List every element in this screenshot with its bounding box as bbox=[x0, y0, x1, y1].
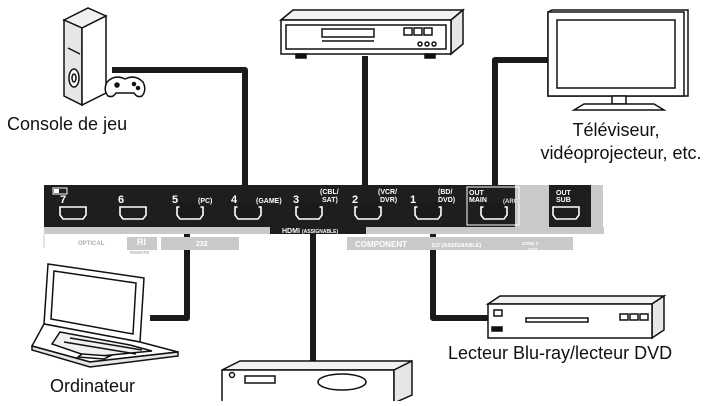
cable-box-icon bbox=[278, 8, 466, 59]
tv-label-line1: Téléviseur, bbox=[572, 120, 660, 140]
port-1-name-2: DVD) bbox=[438, 197, 455, 204]
port-3-name-1: (CBL/ bbox=[320, 189, 339, 196]
port-1-name-1: (BD/ bbox=[438, 189, 452, 196]
panel-text: 7 6 5 (PC) 4 (GAME) 3 (CBL/ SAT) 2 (VCR/… bbox=[60, 189, 572, 235]
port-2-name-2: DVR) bbox=[380, 197, 397, 204]
tv-label-line2: vidéoprojecteur, etc. bbox=[540, 143, 702, 163]
out-main-arc: (ARC) bbox=[503, 199, 520, 205]
out-main-line1: OUT bbox=[469, 190, 485, 197]
port-4-name: (GAME) bbox=[256, 198, 282, 205]
component-label: COMPONENT bbox=[355, 240, 407, 249]
hdmi-plugs bbox=[179, 202, 505, 218]
hdmi-port-7[interactable] bbox=[59, 206, 87, 220]
port-1-number: 1 bbox=[410, 194, 416, 206]
remote-label: REMOTE bbox=[130, 250, 149, 255]
rs232-label: 232 bbox=[196, 241, 208, 248]
out-main-line2: MAIN bbox=[469, 197, 487, 204]
tv-icon bbox=[547, 9, 689, 111]
out-sub-line1: OUT bbox=[556, 190, 572, 197]
port-4-number: 4 bbox=[231, 194, 238, 206]
cable-tv bbox=[492, 57, 555, 205]
port-6-number: 6 bbox=[118, 194, 124, 206]
bluray-player-icon bbox=[485, 294, 667, 340]
zone2-label: ZONE 2 bbox=[522, 241, 539, 246]
receiver-panel bbox=[43, 185, 604, 250]
hdmi-band-suffix: (ASSIGNABLE) bbox=[302, 229, 338, 235]
hdmi-band-prefix: HDMI bbox=[282, 228, 300, 235]
cable-console bbox=[112, 67, 248, 205]
port-7-number: 7 bbox=[60, 194, 66, 206]
laptop-icon bbox=[30, 263, 179, 368]
hdmi-port-out-sub[interactable] bbox=[552, 206, 580, 220]
port-5-number: 5 bbox=[172, 194, 178, 206]
computer-label: Ordinateur bbox=[50, 376, 136, 396]
satellite-box-icon bbox=[221, 359, 413, 405]
video-assignable-label: EO (ASSIGNABLE) bbox=[432, 243, 481, 249]
port-3-name-2: SAT) bbox=[322, 197, 338, 204]
optical-label: OPTICAL bbox=[78, 241, 105, 247]
ri-label: RI bbox=[137, 237, 146, 247]
port-3-number: 3 bbox=[293, 194, 299, 206]
port-5-name: (PC) bbox=[198, 198, 212, 205]
console-label: Console de jeu bbox=[7, 114, 128, 134]
port-2-number: 2 bbox=[352, 194, 358, 206]
bluray-label: Lecteur Blu-ray/lecteur DVD bbox=[448, 343, 673, 363]
game-console-icon bbox=[62, 7, 146, 107]
out-sub-line2: SUB bbox=[556, 197, 571, 204]
zone2-out-label: OUT bbox=[528, 247, 538, 252]
port-2-name-1: (VCR/ bbox=[378, 189, 397, 196]
panel-bottom-labels: OPTICAL RI REMOTE 232 COMPONENT EO (ASSI… bbox=[78, 237, 539, 255]
hdmi-port-6[interactable] bbox=[119, 206, 147, 220]
